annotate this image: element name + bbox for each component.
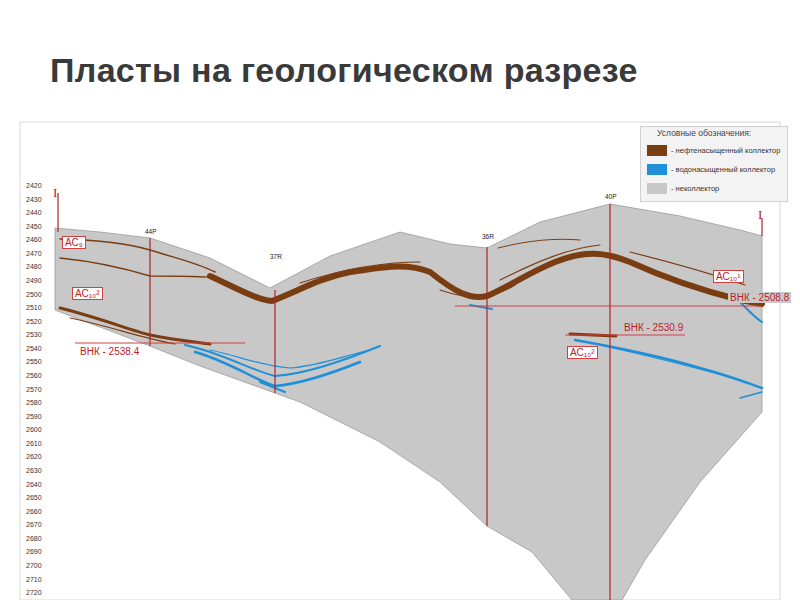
depth-tick: 2640 — [26, 481, 42, 489]
depth-tick: 2570 — [26, 386, 42, 394]
layer-index: АС₁₀¹ — [713, 270, 744, 283]
well-name: 40Р — [604, 193, 618, 200]
owc-label: ВНК - 2508.8 — [728, 292, 791, 303]
depth-tick: 2610 — [26, 440, 42, 448]
depth-tick: 2440 — [26, 209, 42, 217]
depth-tick: 2670 — [26, 521, 42, 529]
depth-tick: 2450 — [26, 223, 42, 231]
depth-tick: 2470 — [26, 250, 42, 258]
depth-tick: 2500 — [26, 291, 42, 299]
depth-tick: 2590 — [26, 413, 42, 421]
depth-tick: 2460 — [26, 236, 42, 244]
depth-tick: 2550 — [26, 358, 42, 366]
depth-tick: 2560 — [26, 372, 42, 380]
depth-tick: 2420 — [26, 182, 42, 190]
depth-tick: 2620 — [26, 453, 42, 461]
depth-tick: 2680 — [26, 535, 42, 543]
depth-tick: 2510 — [26, 304, 42, 312]
depth-tick: 2600 — [26, 426, 42, 434]
owc-label: ВНК - 2538.4 — [78, 346, 141, 357]
depth-tick: 2690 — [26, 548, 42, 556]
legend-panel: Условные обозначения: - нефтенасыщенный к… — [640, 126, 788, 202]
depth-tick: 2520 — [26, 318, 42, 326]
legend-text: - нефтенасыщенный коллектор — [671, 144, 780, 157]
depth-tick: 2720 — [26, 589, 42, 597]
depth-tick: 2580 — [26, 399, 42, 407]
depth-tick: 2540 — [26, 345, 42, 353]
layer-index: АС₉ — [62, 236, 86, 249]
depth-tick: 2700 — [26, 562, 42, 570]
legend-text: - водонасыщенный коллектор — [671, 163, 775, 176]
legend-swatch — [647, 183, 667, 194]
layer-index: АС₁₀² — [72, 287, 103, 300]
depth-tick: 2490 — [26, 277, 42, 285]
well-name: 36R — [481, 233, 495, 240]
depth-tick: 2710 — [26, 576, 42, 584]
layer-index: АС₁₀² — [567, 346, 598, 359]
depth-tick: 2430 — [26, 196, 42, 204]
depth-tick: 2650 — [26, 494, 42, 502]
depth-tick: 2630 — [26, 467, 42, 475]
slide-title: Пласты на геологическом разрезе — [50, 52, 638, 89]
section-end-mark: I — [53, 186, 57, 200]
depth-tick: 2530 — [26, 331, 42, 339]
depth-tick: 2480 — [26, 263, 42, 271]
legend-swatch — [647, 145, 667, 156]
legend-heading: Условные обозначения: — [657, 129, 751, 138]
section-end-mark: I — [758, 208, 762, 222]
legend-swatch — [647, 164, 667, 175]
well-name: 37R — [269, 253, 283, 260]
owc-label: ВНК - 2530.9 — [622, 322, 685, 333]
legend-text: - неколлектор — [671, 182, 719, 195]
depth-tick: 2660 — [26, 508, 42, 516]
well-name: 44Р — [144, 228, 158, 235]
